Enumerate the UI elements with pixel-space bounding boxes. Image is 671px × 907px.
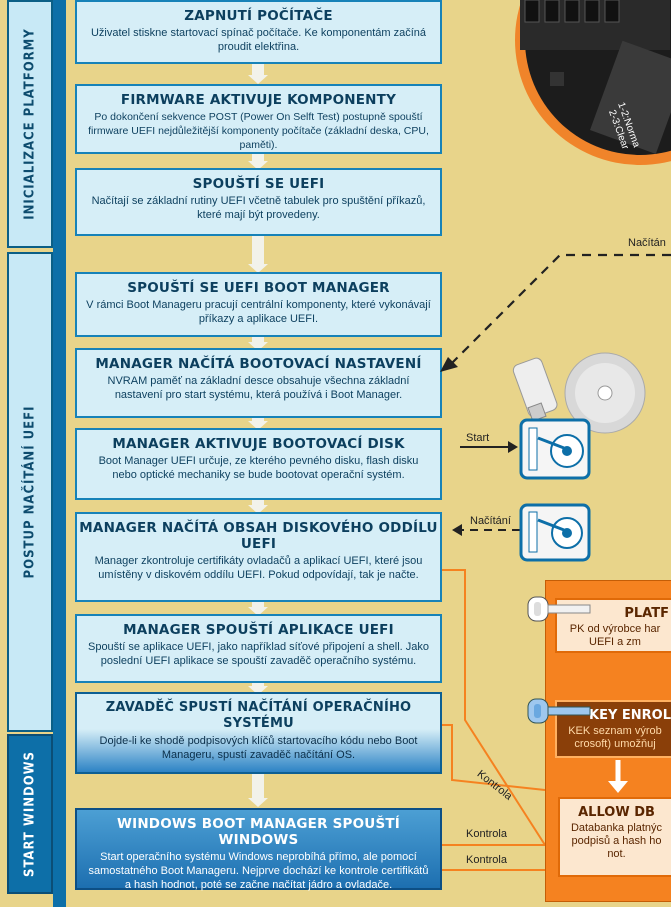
usb-drive-icon xyxy=(512,357,558,422)
step-title: MANAGER SPOUŠTÍ APLIKACE UEFI xyxy=(123,622,394,638)
connector-arrow xyxy=(248,607,268,616)
step-title: ZAPNUTÍ POČÍTAČE xyxy=(184,8,333,24)
hard-disk-icon-2 xyxy=(519,503,591,562)
connector-arrow xyxy=(248,75,268,84)
step-desc: V rámci Boot Manageru pracují centrální … xyxy=(86,299,431,325)
connector-arrow xyxy=(248,161,268,170)
label-kontrola-2: Kontrola xyxy=(466,854,507,866)
arrow-down-head xyxy=(608,781,628,793)
motherboard-image: 1-2:Norma 2-3:Clear xyxy=(515,0,671,165)
kontrola-lines xyxy=(442,569,546,871)
key-icon-2 xyxy=(527,698,591,724)
step-title: SPOUŠTÍ SE UEFI BOOT MANAGER xyxy=(127,280,390,296)
key-desc: KEK seznam výrob crosoft) umožňuj xyxy=(568,725,662,750)
key-title: ALLOW DB xyxy=(578,805,655,820)
label-nacitani-top: Načítán xyxy=(628,237,666,249)
connector xyxy=(252,154,264,164)
step-title: FIRMWARE AKTIVUJE KOMPONENTY xyxy=(120,92,397,108)
connector-arrow xyxy=(248,686,268,695)
step-desc: Manager zkontroluje certifikáty ovladačů… xyxy=(94,555,423,581)
connector-arrow xyxy=(248,421,268,430)
step-desc: Uživatel stiskne startovací spínač počít… xyxy=(90,27,427,53)
step-uefi-apps: MANAGER SPOUŠTÍ APLIKACE UEFI Spouští se… xyxy=(75,614,442,683)
step-desc: Spouští se aplikace UEFI, jako například… xyxy=(87,641,430,667)
hard-disk-icon xyxy=(519,418,591,480)
sidebar-platform-init: INICIALIZACE PLATFORMY xyxy=(7,0,53,248)
step-uefi-start: SPOUŠTÍ SE UEFI Načítají se základní rut… xyxy=(75,168,442,236)
step-boot-settings: MANAGER NAČÍTÁ BOOTOVACÍ NASTAVENÍ NVRAM… xyxy=(75,348,442,418)
key-box-enroll: KEY ENROL KEK seznam výrob crosoft) umož… xyxy=(555,700,671,758)
key-title: PLATF xyxy=(624,606,669,621)
key-title: KEY ENROL xyxy=(589,708,671,723)
connector xyxy=(252,500,264,508)
step-title: ZAVADĚČ SPUSTÍ NAČÍTÁNÍ OPERAČNÍHO SYSTÉ… xyxy=(105,700,412,731)
step-uefi-partition: MANAGER NAČÍTÁ OBSAH DISKOVÉHO ODDÍLU UE… xyxy=(75,512,442,602)
connector xyxy=(252,63,264,77)
dashed-load-arrow xyxy=(440,253,671,372)
key-desc: Databanka platnýc podpisů a hash ho not. xyxy=(570,822,663,860)
connector-arrow xyxy=(248,505,268,514)
step-desc: Start operačního systému Windows neprobí… xyxy=(88,851,429,891)
connector-arrow xyxy=(248,798,268,807)
step-title: MANAGER NAČÍTÁ OBSAH DISKOVÉHO ODDÍLU UE… xyxy=(79,520,438,552)
left-spine xyxy=(53,0,66,907)
step-desc: Boot Manager UEFI určuje, ze kterého pev… xyxy=(98,455,419,481)
step-title: MANAGER NAČÍTÁ BOOTOVACÍ NASTAVENÍ xyxy=(95,356,422,372)
connector xyxy=(252,774,264,800)
step-boot-manager: SPOUŠTÍ SE UEFI BOOT MANAGER V rámci Boo… xyxy=(75,272,442,337)
step-desc: NVRAM paměť na základní desce obsahuje v… xyxy=(107,375,410,401)
load-arrow-head xyxy=(452,524,462,536)
step-os-loader: ZAVADĚČ SPUSTÍ NAČÍTÁNÍ OPERAČNÍHO SYSTÉ… xyxy=(75,692,442,774)
label-kontrola-1: Kontrola xyxy=(466,828,507,840)
key-desc: PK od výrobce har UEFI a zm xyxy=(569,623,661,648)
connector-arrow xyxy=(248,342,268,351)
step-desc: Po dokončení sekvence POST (Power On Sel… xyxy=(88,111,429,151)
step-power-on: ZAPNUTÍ POČÍTAČE Uživatel stiskne starto… xyxy=(75,0,442,64)
start-arrow-head xyxy=(508,441,518,453)
connector xyxy=(252,602,264,610)
step-title: MANAGER AKTIVUJE BOOTOVACÍ DISK xyxy=(112,436,405,452)
step-windows-boot-manager: WINDOWS BOOT MANAGER SPOUŠTÍ WINDOWS Sta… xyxy=(75,808,442,891)
connector xyxy=(252,337,264,345)
step-boot-disk: MANAGER AKTIVUJE BOOTOVACÍ DISK Boot Man… xyxy=(75,428,442,500)
key-icon xyxy=(527,596,591,622)
sidebar-uefi-boot: POSTUP NAČÍTÁNÍ UEFI xyxy=(7,252,53,732)
step-title: SPOUŠTÍ SE UEFI xyxy=(192,176,325,192)
sidebar-start-windows: START WINDOWS xyxy=(7,734,53,894)
step-firmware: FIRMWARE AKTIVUJE KOMPONENTY Po dokončen… xyxy=(75,84,442,154)
connector-arrow xyxy=(248,264,268,273)
step-desc: Dojde-li ke shodě podpisových klíčů star… xyxy=(99,735,418,761)
step-title: WINDOWS BOOT MANAGER SPOUŠTÍ WINDOWS xyxy=(117,816,400,848)
cd-disc-icon xyxy=(564,352,646,434)
key-box-allow-db: ALLOW DB Databanka platnýc podpisů a has… xyxy=(558,797,671,877)
label-nacitani: Načítání xyxy=(470,515,511,527)
step-desc: Načítají se základní rutiny UEFI včetně … xyxy=(91,195,426,221)
label-start: Start xyxy=(466,432,490,444)
connector xyxy=(252,236,264,266)
